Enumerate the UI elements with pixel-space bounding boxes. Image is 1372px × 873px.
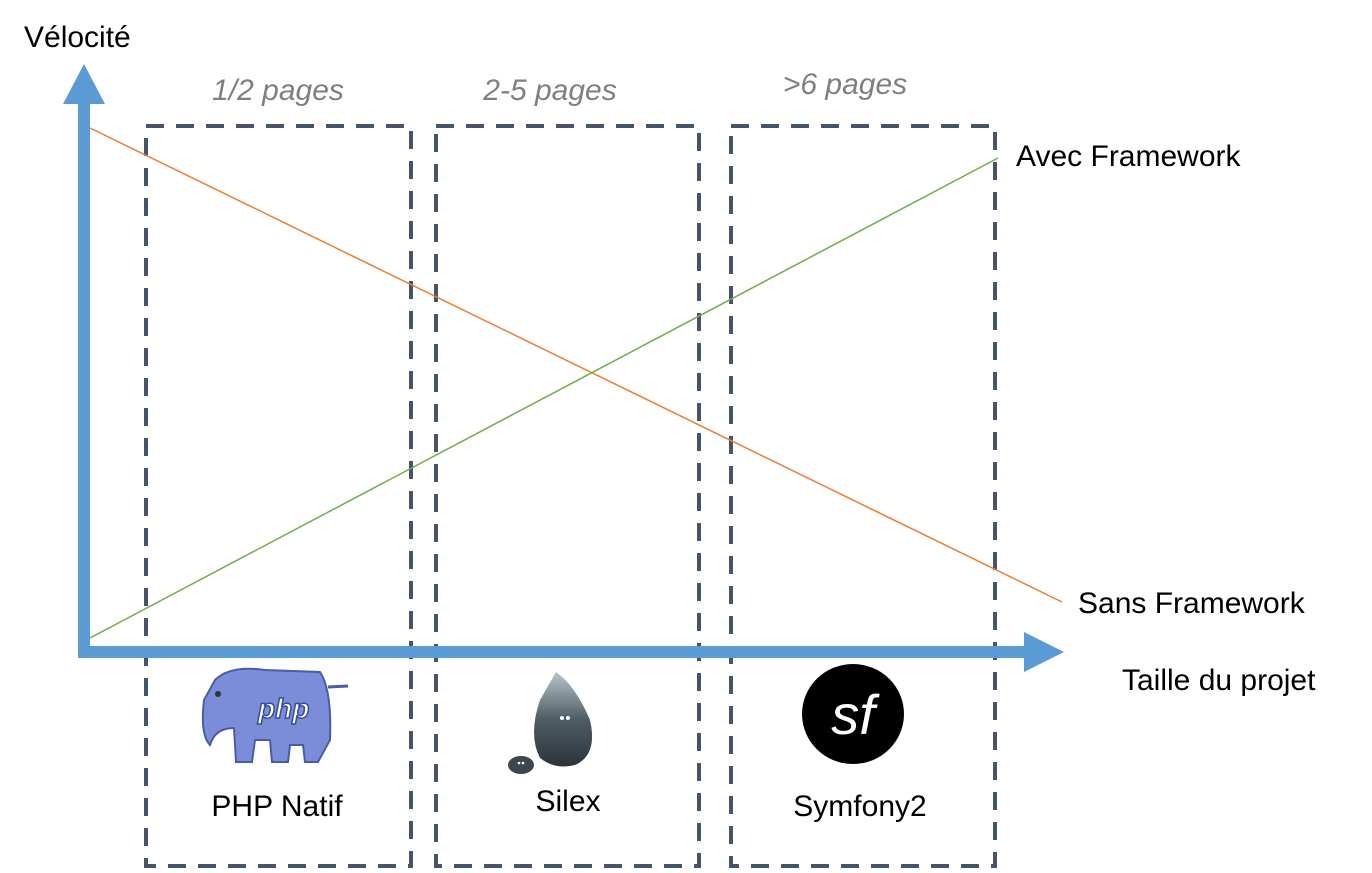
- tool-label-silex: Silex: [535, 785, 600, 818]
- y-axis-label: Vélocité: [24, 21, 131, 54]
- category-box-small: [144, 124, 413, 868]
- range-label-large: >6 pages: [783, 68, 907, 101]
- tool-label-php-natif: PHP Natif: [211, 790, 343, 823]
- category-box-medium: [434, 124, 701, 868]
- x-axis-arrow-icon: [1024, 632, 1064, 672]
- category-box-large: [729, 124, 997, 868]
- sans-framework-line: [89, 127, 1063, 603]
- svg-text:php: php: [257, 693, 309, 724]
- symfony-sf-logo: sf: [802, 664, 904, 764]
- silex-stone-logo: [508, 672, 593, 774]
- series-label-avec: Avec Framework: [1016, 140, 1242, 173]
- range-label-small: 1/2 pages: [212, 74, 344, 107]
- y-axis-arrow-icon: [63, 64, 105, 104]
- series-label-sans: Sans Framework: [1078, 587, 1306, 620]
- avec-framework-line: [89, 157, 999, 639]
- tool-label-symfony2: Symfony2: [793, 790, 926, 823]
- php-elephant-logo: php: [201, 667, 349, 763]
- x-axis-label: Taille du projet: [1122, 664, 1316, 697]
- range-label-medium: 2-5 pages: [482, 74, 616, 107]
- svg-text:sf: sf: [831, 683, 880, 746]
